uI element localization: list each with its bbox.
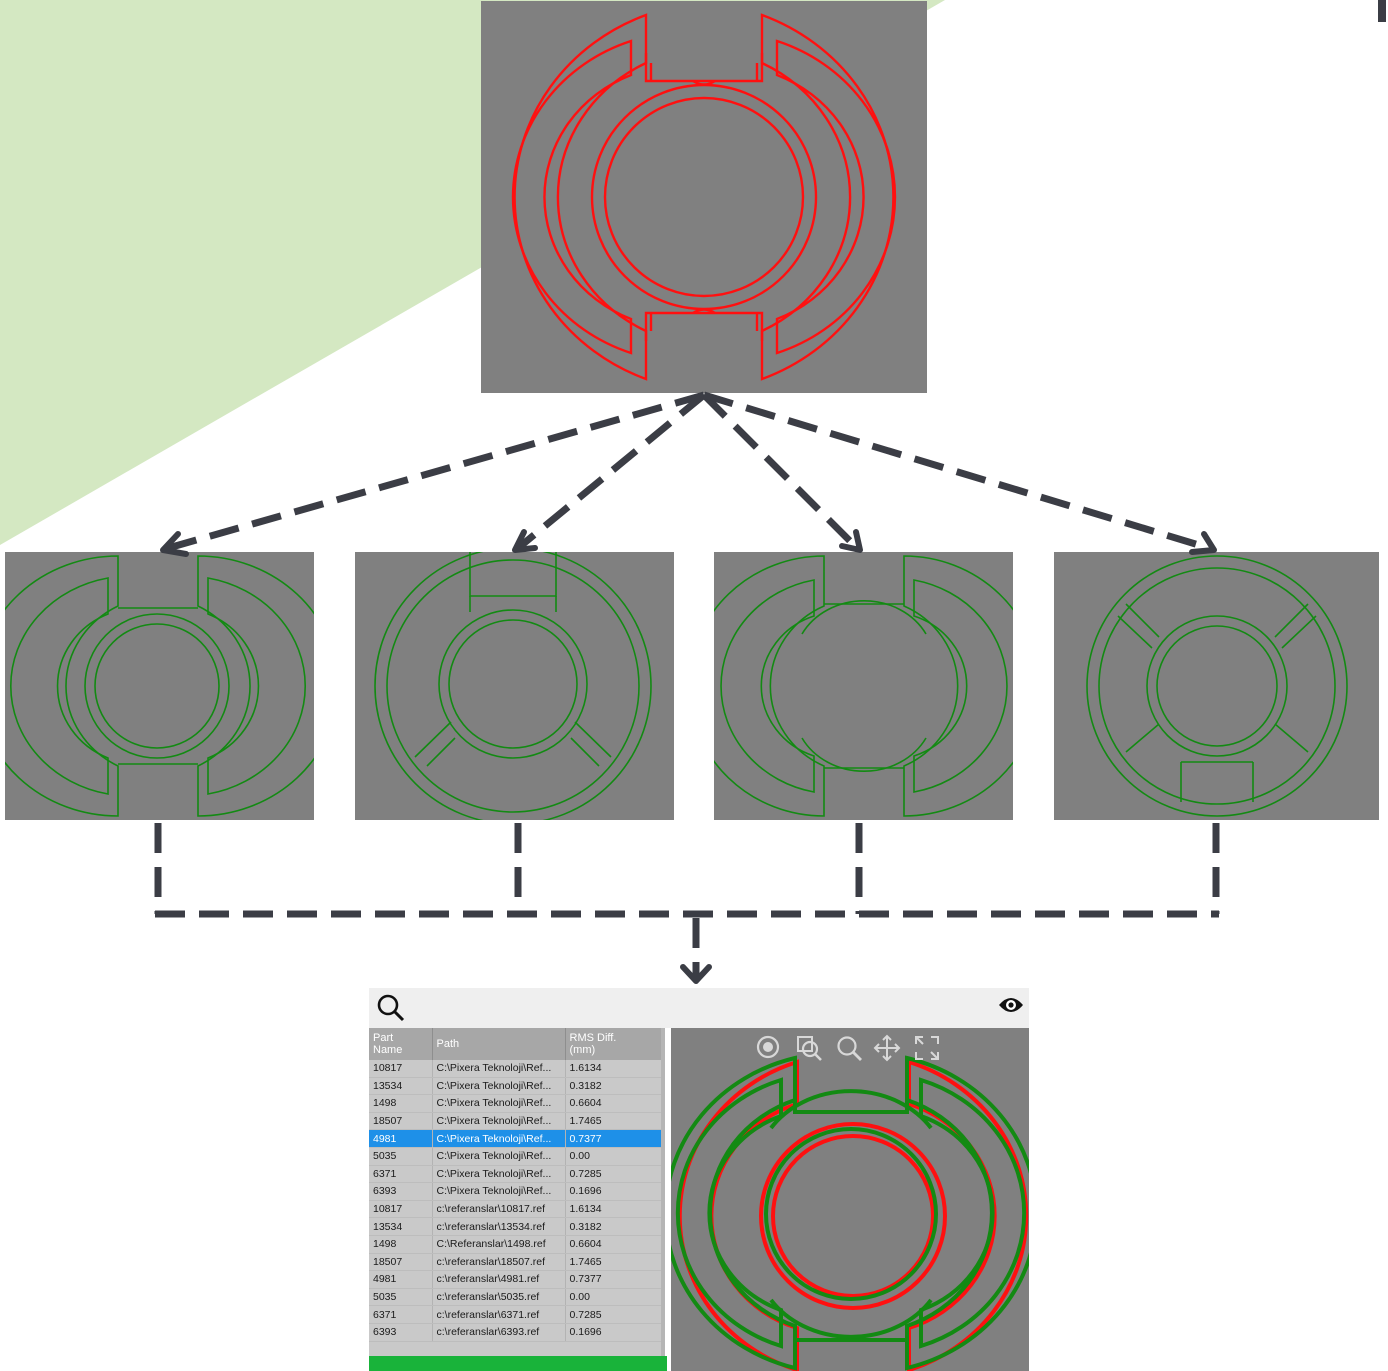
candidate-profile-4-panel — [1054, 552, 1379, 820]
rms-diff-cell: 0.1696 — [565, 1323, 662, 1342]
rms-diff-cell: 0.00 — [565, 1147, 662, 1166]
part-name-cell: 1498 — [369, 1235, 433, 1254]
zoom-window-icon[interactable] — [795, 1034, 823, 1062]
path-cell: C:\Pixera Teknoloji\Ref... — [432, 1165, 566, 1184]
part-name-cell: 10817 — [369, 1060, 433, 1078]
list-scrollbar[interactable] — [661, 1028, 665, 1358]
progress-bar — [369, 1356, 667, 1371]
path-cell: c:\referanslar\10817.ref — [432, 1200, 566, 1219]
rms-diff-cell: 0.6604 — [565, 1235, 662, 1254]
part-name-cell: 4981 — [369, 1270, 433, 1289]
flow-arrows — [154, 391, 1220, 984]
column-header-path[interactable]: Path — [432, 1028, 566, 1060]
part-name-cell: 6371 — [369, 1165, 433, 1184]
path-cell: c:\referanslar\13534.ref — [432, 1217, 566, 1236]
rms-diff-cell: 1.6134 — [565, 1200, 662, 1219]
target-icon[interactable] — [755, 1034, 781, 1060]
pan-icon[interactable] — [873, 1034, 901, 1062]
candidate-profile-1-drawing — [5, 555, 314, 817]
overlay-drawing — [671, 1055, 1029, 1371]
column-header-rms-diff-label: RMS Diff. (mm) — [569, 1032, 617, 1056]
reference-profile-panel — [481, 1, 927, 393]
candidate-profile-2-panel — [355, 552, 674, 820]
path-cell: C:\Pixera Teknoloji\Ref... — [432, 1129, 566, 1148]
fit-icon[interactable] — [913, 1034, 941, 1062]
rms-diff-cell: 0.00 — [565, 1288, 662, 1307]
part-name-cell: 13534 — [369, 1077, 433, 1096]
path-cell: C:\Pixera Teknoloji\Ref... — [432, 1077, 566, 1096]
candidate-profile-3-panel — [714, 552, 1013, 820]
path-cell: C:\Pixera Teknoloji\Ref... — [432, 1182, 566, 1201]
path-cell: c:\referanslar\5035.ref — [432, 1288, 566, 1307]
path-cell: c:\referanslar\18507.ref — [432, 1253, 566, 1272]
rms-diff-cell: 1.6134 — [565, 1060, 662, 1078]
rms-diff-cell: 0.7377 — [565, 1270, 662, 1289]
path-cell: c:\referanslar\4981.ref — [432, 1270, 566, 1289]
path-cell: C:\Pixera Teknoloji\Ref... — [432, 1112, 566, 1131]
candidate-profile-4-drawing — [1086, 555, 1348, 817]
candidate-profile-2-drawing — [374, 552, 652, 820]
path-cell: C:\Referanslar\1498.ref — [432, 1235, 566, 1254]
path-cell: c:\referanslar\6393.ref — [432, 1323, 566, 1342]
part-name-cell: 5035 — [369, 1147, 433, 1166]
results-header-row: Part Name Path RMS Diff. (mm) — [369, 1028, 662, 1060]
reference-profile-drawing — [511, 13, 897, 381]
part-name-cell: 13534 — [369, 1217, 433, 1236]
rms-diff-cell: 1.7465 — [565, 1253, 662, 1272]
eye-icon[interactable] — [997, 994, 1025, 1016]
rms-diff-cell: 0.3182 — [565, 1217, 662, 1236]
corner-mark — [1378, 0, 1386, 22]
column-header-path-label: Path — [436, 1038, 460, 1050]
part-name-cell: 1498 — [369, 1094, 433, 1113]
rms-diff-cell: 0.1696 — [565, 1182, 662, 1201]
part-name-cell: 10817 — [369, 1200, 433, 1219]
path-cell: C:\Pixera Teknoloji\Ref... — [432, 1094, 566, 1113]
part-name-cell: 18507 — [369, 1253, 433, 1272]
zoom-icon[interactable] — [835, 1034, 863, 1062]
part-name-cell: 6393 — [369, 1323, 433, 1342]
column-header-part-name-label: Part Name — [373, 1032, 403, 1056]
path-cell: c:\referanslar\6371.ref — [432, 1305, 566, 1324]
candidate-profile-1-panel — [5, 552, 314, 820]
part-name-cell: 18507 — [369, 1112, 433, 1131]
candidate-profile-3-drawing — [714, 555, 1013, 817]
column-header-part-name[interactable]: Part Name — [369, 1028, 433, 1060]
app-toolbar — [369, 988, 1029, 1028]
rms-diff-cell: 0.7377 — [565, 1129, 662, 1148]
path-cell: C:\Pixera Teknoloji\Ref... — [432, 1147, 566, 1166]
path-cell: C:\Pixera Teknoloji\Ref... — [432, 1060, 566, 1078]
overlay-viewer[interactable] — [671, 1028, 1029, 1371]
part-name-cell: 4981 — [369, 1129, 433, 1148]
part-name-cell: 6371 — [369, 1305, 433, 1324]
part-name-cell: 5035 — [369, 1288, 433, 1307]
rms-diff-cell: 0.7285 — [565, 1305, 662, 1324]
rms-diff-cell: 0.7285 — [565, 1165, 662, 1184]
rms-diff-cell: 0.3182 — [565, 1077, 662, 1096]
search-icon[interactable] — [375, 992, 407, 1024]
column-header-rms-diff[interactable]: RMS Diff. (mm) — [565, 1028, 662, 1060]
part-name-cell: 6393 — [369, 1182, 433, 1201]
rms-diff-cell: 1.7465 — [565, 1112, 662, 1131]
rms-diff-cell: 0.6604 — [565, 1094, 662, 1113]
